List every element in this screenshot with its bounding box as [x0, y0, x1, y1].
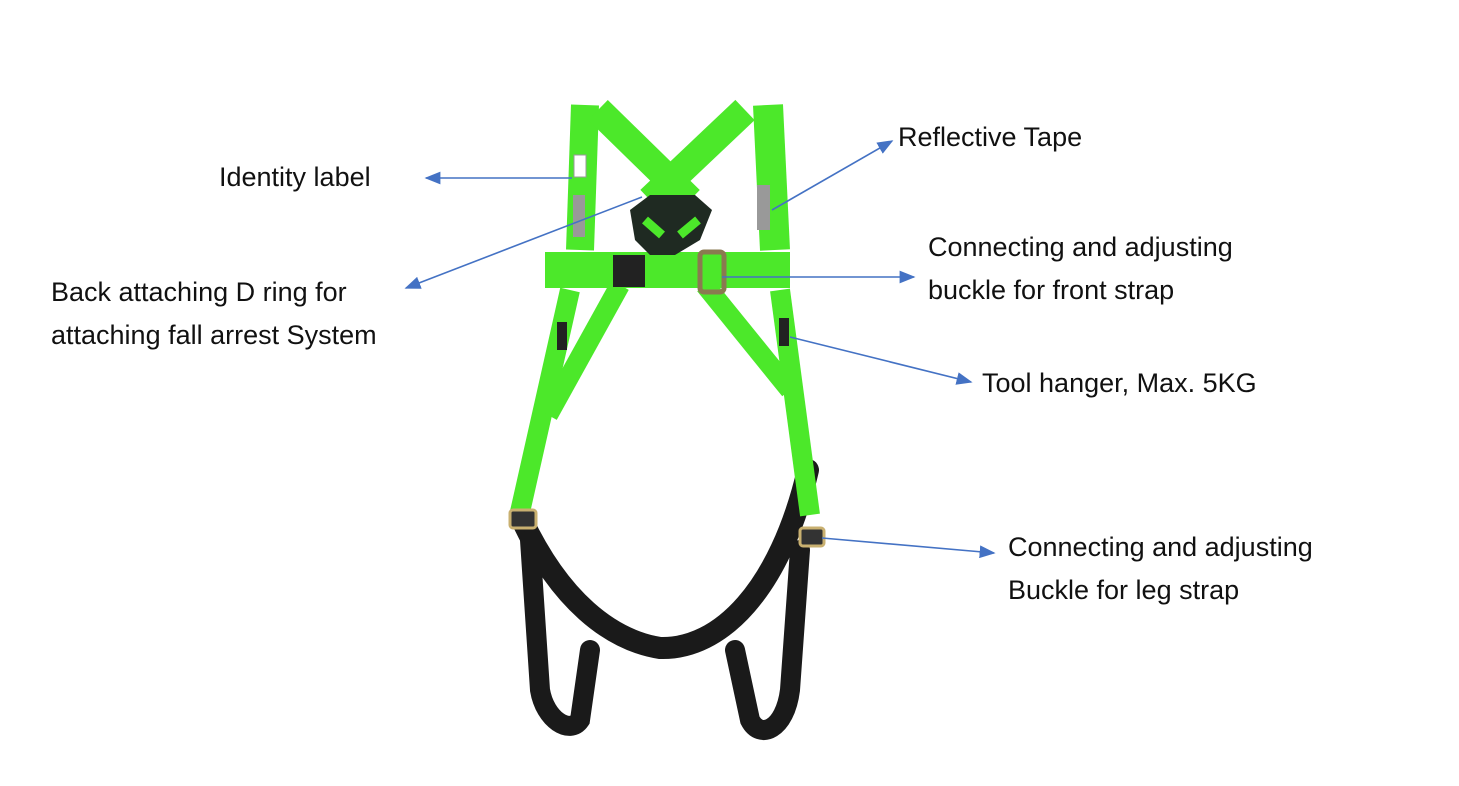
arrow-tool-hanger [789, 336, 973, 385]
label-line: Connecting and adjusting [1008, 532, 1313, 562]
label-line: Buckle for leg strap [1008, 575, 1240, 605]
green-straps [510, 99, 820, 517]
front-strap-buckle [697, 249, 727, 295]
label-reflective-tape: Reflective Tape [898, 122, 1083, 152]
label-line: attaching fall arrest System [51, 320, 377, 350]
leg-buckle-left [508, 508, 538, 530]
tool-hanger-right [779, 318, 789, 346]
label-back-d-ring: Back attaching D ring for attaching fall… [51, 271, 377, 357]
identity-tag [573, 154, 587, 178]
label-line: buckle for front strap [928, 275, 1175, 305]
label-tool-hanger: Tool hanger, Max. 5KG [982, 368, 1257, 398]
arrow-back-d-ring [404, 196, 643, 289]
label-line: Back attaching D ring for [51, 277, 347, 307]
reflective-tape-left [573, 195, 585, 237]
label-identity: Identity label [219, 162, 371, 192]
leg-buckle-right [798, 526, 826, 548]
reflective-tape-right [757, 185, 770, 230]
arrow-leg-buckle [821, 537, 996, 559]
pad-accent [642, 216, 665, 239]
label-leg-buckle: Connecting and adjusting Buckle for leg … [1008, 526, 1313, 612]
leg-loops [511, 459, 819, 740]
back-pad [630, 195, 712, 255]
tool-hanger-left [557, 322, 567, 350]
callout-arrows [404, 140, 996, 559]
arrow-reflective-tape [771, 140, 894, 211]
label-front-buckle: Connecting and adjusting buckle for fron… [928, 226, 1233, 312]
label-line: Connecting and adjusting [928, 232, 1233, 262]
pad-accent [677, 216, 701, 239]
chest-strap-clip [613, 255, 645, 287]
